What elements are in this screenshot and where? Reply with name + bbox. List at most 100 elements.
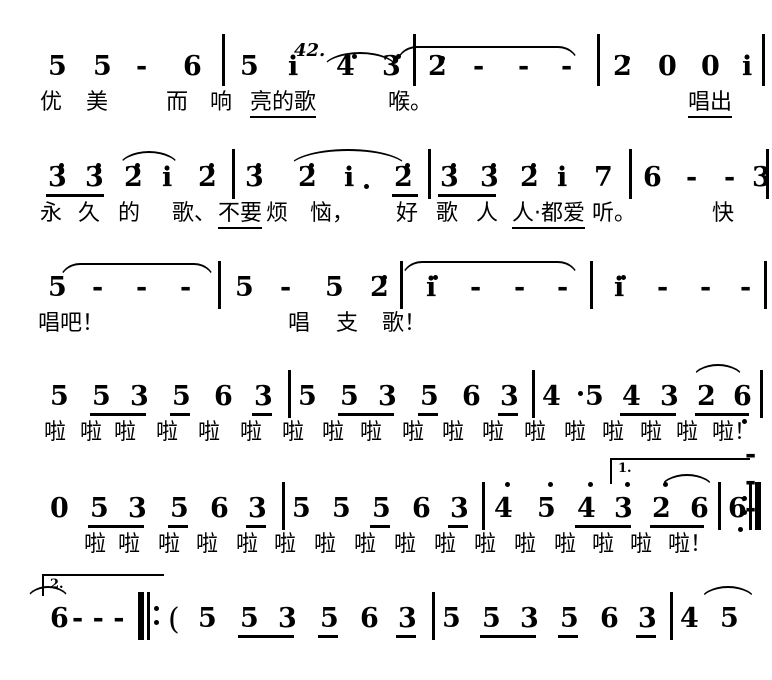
lyric-syllable: 啦: [236, 532, 259, 557]
note-row-3: 5 - - - 5 - 5 2 i - - - i - - -: [0, 255, 772, 313]
note-token: i: [344, 162, 355, 193]
note-token: 5: [720, 603, 739, 634]
note-token: 4: [336, 51, 355, 82]
lyric-syllable: 啦: [442, 420, 465, 445]
note-token: 3: [48, 162, 67, 193]
repeat-barline-end: [742, 482, 762, 530]
barline: [222, 34, 225, 86]
note-token: 3: [638, 603, 657, 634]
note-token: 5: [320, 603, 339, 634]
note-token: 3: [128, 493, 147, 524]
music-system-1: 42. 5 5 - 6 5 i 4 3 2 - - - 2 0: [0, 34, 772, 132]
lyric-syllable: 啦: [114, 420, 137, 445]
lyric-syllable: 永: [40, 201, 63, 226]
note-token: 6: [462, 381, 481, 412]
music-system-2: 3 3 2 i 2 3 2 i 2 3 3 2: [0, 145, 772, 243]
note-token: 3: [500, 381, 519, 412]
slur-icon: [118, 151, 180, 169]
lyric-syllable: 喉。: [388, 90, 433, 115]
barline: [762, 34, 765, 86]
beam-line: [168, 525, 188, 528]
octave-dot-icon: [742, 419, 747, 424]
lyric-syllable: 好: [396, 201, 419, 226]
lyric-row-1: 优 美 而 响 亮的歌 喉。 唱出: [0, 92, 772, 132]
note-token: 5: [90, 493, 109, 524]
note-token: 5: [172, 381, 191, 412]
lyric-syllable: 啦: [564, 420, 587, 445]
note-token: -: [557, 272, 569, 303]
lyric-syllable: 快: [712, 201, 735, 226]
note-token: 3: [660, 381, 679, 412]
measure-number: 42.: [294, 40, 326, 61]
note-token: 2: [370, 272, 389, 303]
lyric-syllable: 啦: [514, 532, 537, 557]
note-token: 3: [248, 493, 267, 524]
note-token: 3: [85, 162, 104, 193]
note-token: 5: [240, 51, 259, 82]
octave-dot-icon: [396, 54, 401, 59]
note-token: 5: [240, 603, 259, 634]
beam-line: [480, 635, 536, 638]
note-token: 6: [360, 603, 379, 634]
note-token: -: [280, 272, 292, 303]
note-token: 3: [278, 603, 297, 634]
augmentation-dot-icon: [364, 184, 369, 189]
beam-line: [418, 413, 438, 416]
lyric-syllable: 恼，: [310, 201, 355, 226]
barline: [597, 34, 600, 86]
note-token: -: [724, 162, 736, 193]
lyric-syllable: 啦: [640, 420, 663, 445]
note-token: 6: [214, 381, 233, 412]
note-token: 5: [92, 381, 111, 412]
note-token: 6: [643, 162, 662, 193]
lyric-syllable: 人·都爱: [512, 203, 585, 229]
note-token: 3: [130, 381, 149, 412]
octave-dot-icon: [382, 275, 387, 280]
lyric-syllable: 啦！: [712, 420, 757, 445]
lyric-syllable: 亮的歌: [250, 92, 317, 118]
octave-dot-icon: [625, 482, 630, 487]
beam-line: [636, 635, 656, 638]
note-token: i: [557, 162, 568, 193]
lyric-syllable: 啦: [482, 420, 505, 445]
note-token: 2: [697, 381, 716, 412]
repeat-barline-start: [138, 592, 160, 640]
barline: [400, 261, 403, 309]
beam-line: [498, 413, 518, 416]
slur-icon: [288, 149, 408, 169]
lyric-syllable: 唱吧！: [38, 311, 105, 336]
note-token: 7: [594, 162, 613, 193]
note-token: 5: [442, 603, 461, 634]
note-token: 2: [124, 162, 143, 193]
slur-icon: [26, 586, 70, 602]
beam-line: [238, 635, 294, 638]
octave-dot-icon: [621, 275, 626, 280]
lyric-syllable: 歌: [436, 201, 459, 226]
beam-line: [396, 635, 416, 638]
lyric-syllable: 不要: [218, 203, 263, 229]
note-token: -: [136, 51, 148, 82]
note-token: 5: [292, 493, 311, 524]
barline: [766, 149, 769, 199]
lyric-syllable: 人: [476, 201, 499, 226]
lyric-row-3: 唱吧！ 唱 支 歌！: [0, 313, 772, 353]
octave-dot-icon: [59, 163, 64, 168]
octave-dot-icon: [588, 482, 593, 487]
lyric-row-5: 啦 啦 啦 啦 啦 啦 啦 啦 啦 啦 啦 啦 啦 啦 啦 啦！: [0, 534, 772, 574]
octave-dot-icon: [491, 163, 496, 168]
barline: [288, 370, 291, 418]
volta-label: 1.: [618, 461, 632, 476]
note-token: 3: [440, 162, 459, 193]
music-system-6: 2. 6 - - - ( 5 5 3 5 6 3 5: [0, 574, 772, 644]
note-token: 3: [254, 381, 273, 412]
beam-line: [370, 525, 390, 528]
note-token: -: [514, 272, 526, 303]
barline: [432, 592, 435, 640]
lyric-syllable: 啦: [354, 532, 377, 557]
note-token: -: [180, 272, 192, 303]
note-token: 4: [577, 493, 596, 524]
note-token: 4: [622, 381, 641, 412]
note-token: 3: [480, 162, 499, 193]
lyric-syllable: 啦: [434, 532, 457, 557]
slur-icon: [692, 364, 744, 380]
